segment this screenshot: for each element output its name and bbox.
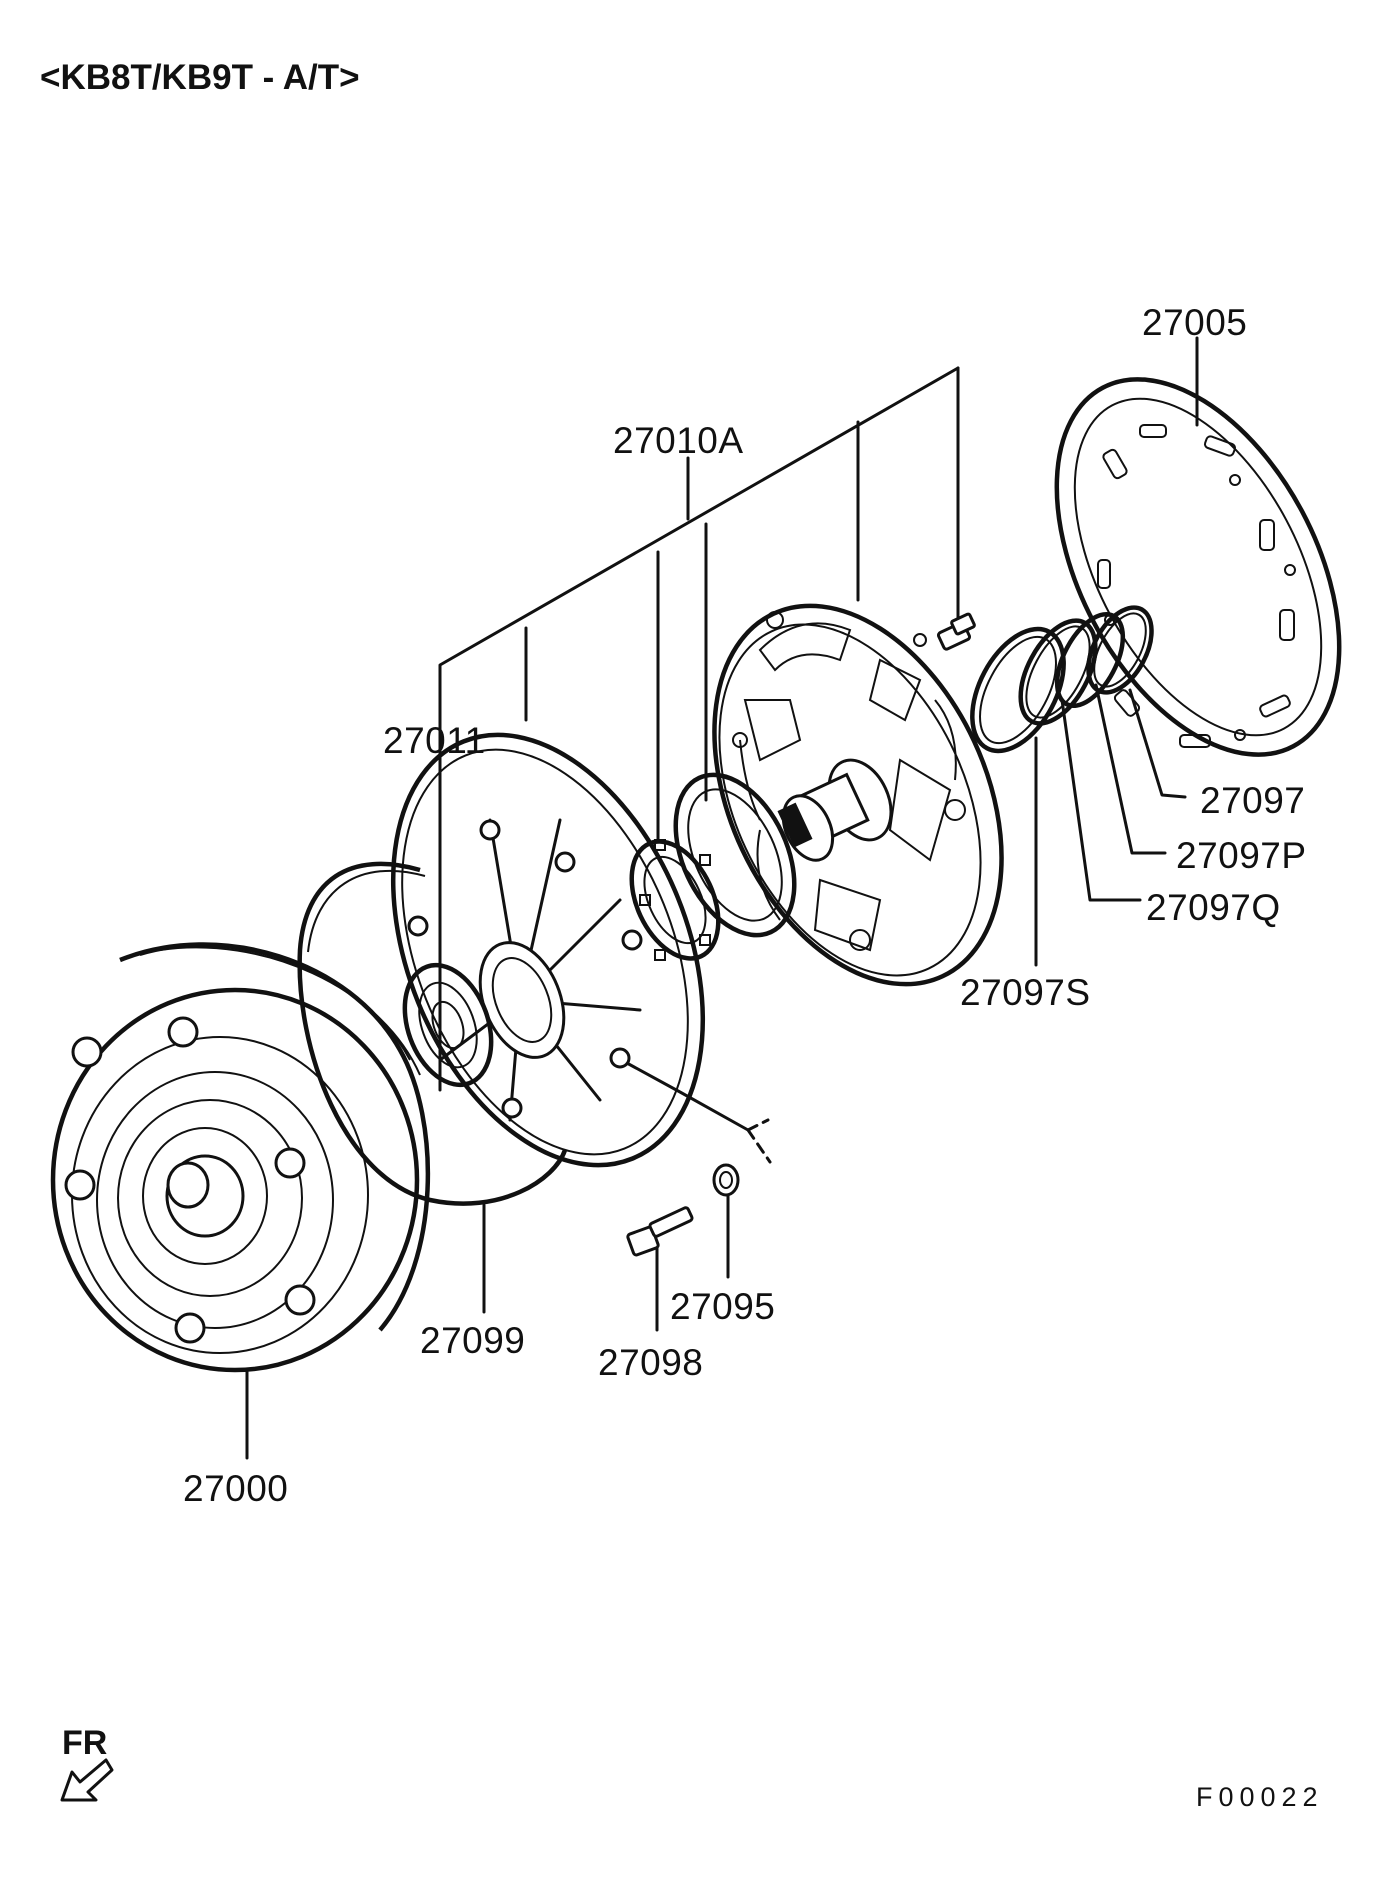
direction-label: FR <box>62 1724 108 1762</box>
part-label-27097: 27097 <box>1200 780 1306 821</box>
part-label-27097Q: 27097Q <box>1146 887 1281 928</box>
part-label-27095: 27095 <box>670 1286 776 1327</box>
seal-rings-27097 <box>970 605 1154 754</box>
torque-converter-27000 <box>50 942 431 1373</box>
oil-seal <box>402 962 494 1088</box>
page-title: <KB8T/KB9T - A/T> <box>40 58 360 97</box>
part-label-27097P: 27097P <box>1176 835 1307 876</box>
o-ring-27099 <box>297 861 568 1206</box>
part-label-27000: 27000 <box>183 1468 289 1509</box>
part-label-27005: 27005 <box>1142 302 1248 343</box>
washer-27095 <box>712 1163 740 1197</box>
pump-gears <box>629 772 797 961</box>
leader-lines <box>245 336 1199 1460</box>
part-label-27098: 27098 <box>598 1342 704 1383</box>
figure-code: F00022 <box>1196 1782 1324 1812</box>
part-label-27099: 27099 <box>420 1320 526 1361</box>
part-label-27010A: 27010A <box>613 420 744 461</box>
pump-housing <box>712 603 1004 987</box>
part-label-27097S: 27097S <box>960 972 1091 1013</box>
bolt-small <box>936 612 976 651</box>
bolt-27098 <box>626 1206 694 1257</box>
pump-cover-27011 <box>390 732 706 1168</box>
gasket-27005 <box>1054 377 1342 757</box>
part-label-27011: 27011 <box>383 720 486 761</box>
front-arrow-icon <box>60 1758 114 1802</box>
